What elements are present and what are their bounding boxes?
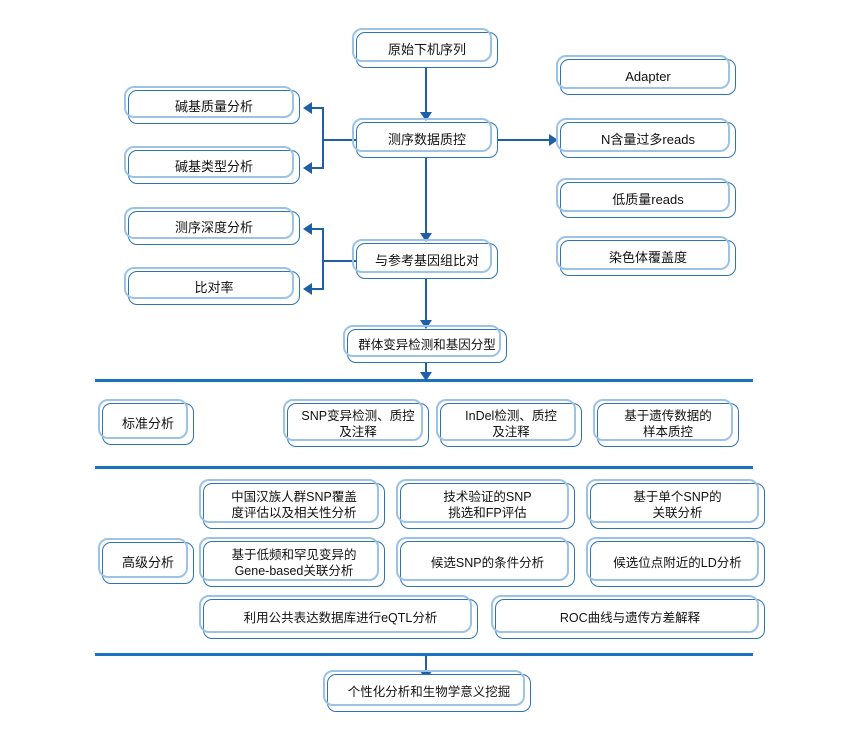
node-han-chinese-snp-coverage[interactable]: 中国汉族人群SNP覆盖 度评估以及相关性分析 [199, 479, 385, 529]
node-base-type-analysis[interactable]: 碱基类型分析 [124, 146, 300, 184]
node-candidate-locus-ld-analysis[interactable]: 候选位点附近的LD分析 [586, 537, 765, 587]
node-qc[interactable]: 测序数据质控 [352, 118, 498, 158]
node-low-quality-reads[interactable]: 低质量reads [556, 178, 736, 218]
node-candidate-snp-conditional-analysis[interactable]: 候选SNP的条件分析 [396, 537, 575, 587]
node-base-quality-analysis[interactable]: 碱基质量分析 [124, 86, 300, 124]
connector-variant-to-standard [425, 363, 428, 375]
node-sequencing-depth-analysis[interactable]: 测序深度分析 [124, 207, 300, 245]
node-public-expression-eqtl-analysis[interactable]: 利用公共表达数据库进行eQTL分析 [199, 595, 478, 639]
section-divider-bottom [95, 653, 753, 656]
node-chromosome-coverage[interactable]: 染色体覆盖度 [556, 236, 736, 276]
node-label: 测序深度分析 [174, 219, 253, 235]
node-snp-calling-qc-annotation[interactable]: SNP变异检测、质控 及注释 [283, 399, 429, 447]
node-label: 碱基质量分析 [174, 98, 253, 114]
node-label: 标准分析 [121, 415, 174, 431]
node-label: 比对率 [194, 279, 234, 295]
node-label: 技术验证的SNP 挑选和FP评估 [443, 490, 532, 520]
arrowhead-base-type [303, 162, 312, 174]
node-gene-based-rare-variant-association[interactable]: 基于低频和罕见变异的 Gene-based关联分析 [199, 537, 385, 587]
node-label: 测序数据质控 [387, 131, 466, 147]
node-indel-calling-qc-annotation[interactable]: InDel检测、质控 及注释 [436, 399, 582, 447]
node-label: 染色体覆盖度 [608, 249, 687, 265]
node-single-snp-association[interactable]: 基于单个SNP的 关联分析 [586, 479, 765, 529]
connector-alignment-to-depth [312, 228, 324, 231]
connector-raw-to-qc [425, 68, 428, 113]
node-label: 候选SNP的条件分析 [430, 556, 545, 571]
node-label: SNP变异检测、质控 及注释 [301, 409, 415, 439]
arrowhead-variant-to-standard [420, 372, 432, 381]
arrowhead-raw-to-qc [420, 112, 432, 121]
arrowhead-rate [303, 283, 312, 295]
node-high-n-reads[interactable]: N含量过多reads [556, 118, 736, 158]
node-label: 高级分析 [121, 554, 174, 570]
node-genetic-data-sample-qc[interactable]: 基于遗传数据的 样本质控 [593, 399, 739, 447]
node-personalized-analysis[interactable]: 个性化分析和生物学意义挖掘 [323, 670, 531, 712]
arrowhead-depth [303, 223, 312, 235]
arrowhead-qc-to-alignment [420, 233, 432, 242]
node-label: 与参考基因组比对 [374, 252, 479, 268]
section-label-advanced-analysis[interactable]: 高级分析 [98, 538, 194, 584]
node-label: 个性化分析和生物学意义挖掘 [347, 685, 511, 700]
node-label: 基于低频和罕见变异的 Gene-based关联分析 [231, 548, 357, 578]
node-label: 群体变异检测和基因分型 [358, 338, 496, 353]
connector-qc-to-base-type [312, 167, 324, 170]
section-label-standard-analysis[interactable]: 标准分析 [98, 399, 194, 445]
node-label: N含量过多reads [601, 131, 695, 147]
node-label: 候选位点附近的LD分析 [613, 556, 742, 571]
node-alignment-rate[interactable]: 比对率 [124, 267, 300, 305]
node-raw-sequence[interactable]: 原始下机序列 [352, 28, 498, 68]
node-label: 低质量reads [612, 191, 684, 207]
connector-alignment-to-rate [312, 288, 324, 291]
node-label: 基于遗传数据的 样本质控 [624, 409, 712, 439]
node-alignment[interactable]: 与参考基因组比对 [352, 239, 498, 279]
connector-qc-left-stem [322, 139, 358, 142]
connector-qc-left-spine [322, 107, 325, 169]
node-label: 利用公共表达数据库进行eQTL分析 [243, 611, 438, 626]
connector-qc-to-base-quality [312, 107, 324, 110]
node-technical-validation-snp[interactable]: 技术验证的SNP 挑选和FP评估 [396, 479, 575, 529]
connector-to-final-stage [425, 656, 428, 672]
node-label: 中国汉族人群SNP覆盖 度评估以及相关性分析 [231, 490, 357, 520]
node-label: 原始下机序列 [387, 41, 466, 57]
node-label: 碱基类型分析 [174, 158, 253, 174]
node-label: InDel检测、质控 及注释 [465, 409, 557, 439]
node-roc-genetic-variance-explained[interactable]: ROC曲线与遗传方差解释 [491, 595, 765, 639]
arrowhead-n-reads [549, 134, 558, 146]
node-label: 基于单个SNP的 关联分析 [633, 490, 722, 520]
node-variant-calling[interactable]: 群体变异检测和基因分型 [343, 325, 507, 363]
node-label: ROC曲线与遗传方差解释 [559, 611, 701, 626]
section-divider-middle [95, 466, 753, 469]
arrowhead-alignment-to-variant [420, 320, 432, 329]
connector-qc-to-alignment [425, 158, 428, 234]
connector-alignment-to-variant [425, 279, 428, 321]
connector-alignment-left-stem [322, 260, 358, 263]
connector-qc-to-n-reads [498, 139, 550, 142]
node-label: Adapter [625, 68, 671, 84]
node-adapter[interactable]: Adapter [556, 55, 736, 95]
arrowhead-base-quality [303, 102, 312, 114]
connector-alignment-left-spine [322, 228, 325, 290]
